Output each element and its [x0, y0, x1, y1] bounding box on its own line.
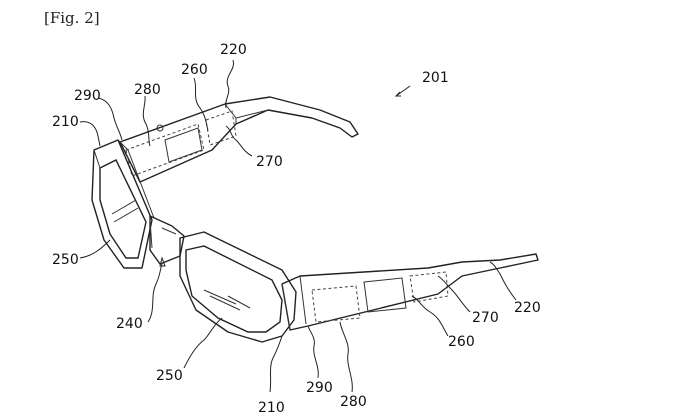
label-280-near: 280	[340, 394, 367, 410]
label-260-far: 260	[181, 62, 208, 78]
left-frame	[91, 139, 155, 269]
label-280-far: 280	[134, 82, 161, 98]
leader-280-near	[339, 321, 353, 393]
near-temple	[281, 253, 539, 331]
label-260-near: 260	[448, 334, 475, 350]
leader-240	[147, 263, 163, 323]
leader-lines	[79, 59, 517, 393]
near-temple-modules	[311, 271, 449, 323]
leader-250-left	[79, 239, 111, 259]
leader-210-left	[79, 121, 101, 147]
left-lens	[99, 159, 147, 259]
leader-260-far	[193, 77, 209, 131]
label-220-near: 220	[514, 300, 541, 316]
label-240: 240	[116, 316, 143, 332]
leader-280-far	[142, 95, 151, 147]
leader-290-far	[97, 97, 123, 141]
arrow-240	[159, 256, 166, 267]
label-210-left: 210	[52, 114, 79, 130]
label-201: 201	[422, 70, 449, 86]
far-temple-modules	[125, 110, 237, 177]
leader-270-near	[437, 275, 471, 313]
arrow-201	[394, 91, 401, 97]
label-290-near: 290	[306, 380, 333, 396]
figure-label: [Fig. 2]	[44, 9, 100, 27]
label-290-far: 290	[74, 88, 101, 104]
leader-260-near	[411, 295, 449, 337]
leader-210-bottom	[269, 335, 283, 393]
right-lens	[185, 245, 283, 333]
label-250-right: 250	[156, 368, 183, 384]
far-temple	[119, 96, 359, 183]
label-270-far: 270	[256, 154, 283, 170]
leader-220-near	[489, 261, 517, 301]
leader-220-far	[225, 59, 234, 109]
label-210-bottom: 210	[258, 400, 285, 414]
label-220-far: 220	[220, 42, 247, 58]
label-250-left: 250	[52, 252, 79, 268]
bridge	[149, 215, 185, 265]
leader-290-near	[307, 325, 319, 379]
leader-250-right	[183, 317, 223, 369]
right-frame	[179, 231, 297, 343]
label-270-near: 270	[472, 310, 499, 326]
leader-270-far	[225, 125, 253, 157]
reference-numerals: 201 220 260 280 290 210 270 250 240 250 …	[52, 42, 541, 414]
